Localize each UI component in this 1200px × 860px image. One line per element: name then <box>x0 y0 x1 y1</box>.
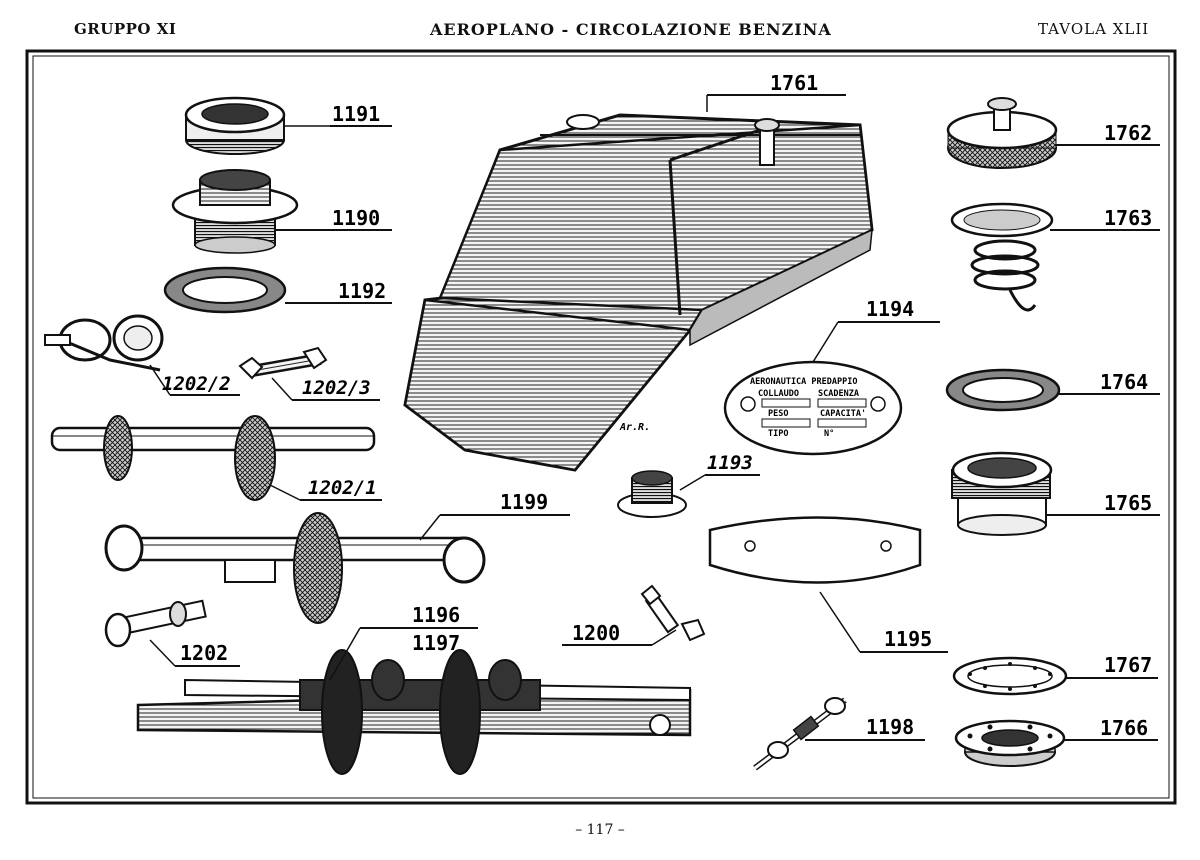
part-1202-2-clamp: 1202/2 <box>44 314 240 396</box>
part-1196-1197-frame-bar: 1196 1197 <box>136 603 692 775</box>
nameplate-collaudo: COLLAUDO <box>758 389 799 399</box>
nameplate-peso: PESO <box>768 409 788 419</box>
part-1199-shaft-assembly: 1199 <box>104 490 570 624</box>
part-1202-1-shaft: 1202/1 <box>50 415 382 501</box>
page-number: – 117 – <box>575 822 625 838</box>
part-1198-turnbuckle: 1198 <box>753 697 925 771</box>
part-1766-flange: 1766 <box>954 716 1158 767</box>
artist-signature: Ar.R. <box>619 422 650 433</box>
nameplate-scadenza: SCADENZA <box>818 389 859 399</box>
part-1202-pin: 1202 <box>104 599 240 667</box>
part-number-1764: 1764 <box>1100 370 1148 394</box>
nameplate-capacita: CAPACITA' <box>820 409 866 419</box>
group-heading: GRUPPO XI <box>74 20 177 38</box>
part-1200-bolt: 1200 <box>562 584 706 646</box>
outer-frame <box>25 49 1177 805</box>
part-1202-3-bolt: 1202/3 <box>238 346 380 401</box>
part-1763-spring-valve: 1763 <box>950 202 1160 312</box>
part-1193-filler-neck: 1193 <box>617 452 760 518</box>
part-number-1191: 1191 <box>332 102 380 126</box>
part-number-1763: 1763 <box>1104 206 1152 230</box>
part-1765-threaded-collar: 1765 <box>951 451 1160 536</box>
part-number-1199: 1199 <box>500 490 548 514</box>
part-1191-ring-nut: 1191 <box>184 96 392 155</box>
part-number-1195: 1195 <box>884 627 932 651</box>
part-number-1765: 1765 <box>1104 491 1152 515</box>
part-number-1196: 1196 <box>412 603 460 627</box>
part-number-1194: 1194 <box>866 297 914 321</box>
part-number-1193: 1193 <box>707 452 753 474</box>
part-number-1202-1: 1202/1 <box>308 477 377 499</box>
part-number-1766: 1766 <box>1100 716 1148 740</box>
part-number-1202: 1202 <box>180 641 228 665</box>
part-number-1200: 1200 <box>572 621 620 645</box>
part-1190-threaded-body: 1190 <box>171 169 392 254</box>
part-number-1202-2: 1202/2 <box>162 373 231 395</box>
part-number-1190: 1190 <box>332 206 380 230</box>
nameplate-line1: AERONAUTICA PREDAPPIO <box>750 377 857 387</box>
part-1761-fuel-tank: 1761 Ar.R. <box>403 71 874 472</box>
inner-frame <box>32 55 1170 799</box>
part-1764-gasket: 1764 <box>945 368 1160 412</box>
part-1195-cover-plate: 1195 <box>708 516 948 653</box>
part-number-1202-3: 1202/3 <box>302 377 371 399</box>
part-number-1198: 1198 <box>866 715 914 739</box>
part-1767-perforated-ring: 1767 <box>952 653 1158 696</box>
part-number-1192: 1192 <box>338 279 386 303</box>
nameplate-tipo: TIPO <box>768 429 788 439</box>
part-number-1197: 1197 <box>412 631 460 655</box>
part-1762-filler-cap: 1762 <box>946 97 1160 169</box>
plate-title: AEROPLANO - CIRCOLAZIONE BENZINA <box>430 20 832 39</box>
part-1194-nameplate: AERONAUTICA PREDAPPIO COLLAUDO SCADENZA … <box>723 297 940 456</box>
part-number-1761: 1761 <box>770 71 818 95</box>
nameplate-numero: N° <box>824 429 834 439</box>
part-number-1762: 1762 <box>1104 121 1152 145</box>
plate-number: TAVOLA XLII <box>1038 20 1150 38</box>
part-1192-gasket: 1192 <box>163 266 392 314</box>
part-number-1767: 1767 <box>1104 653 1152 677</box>
